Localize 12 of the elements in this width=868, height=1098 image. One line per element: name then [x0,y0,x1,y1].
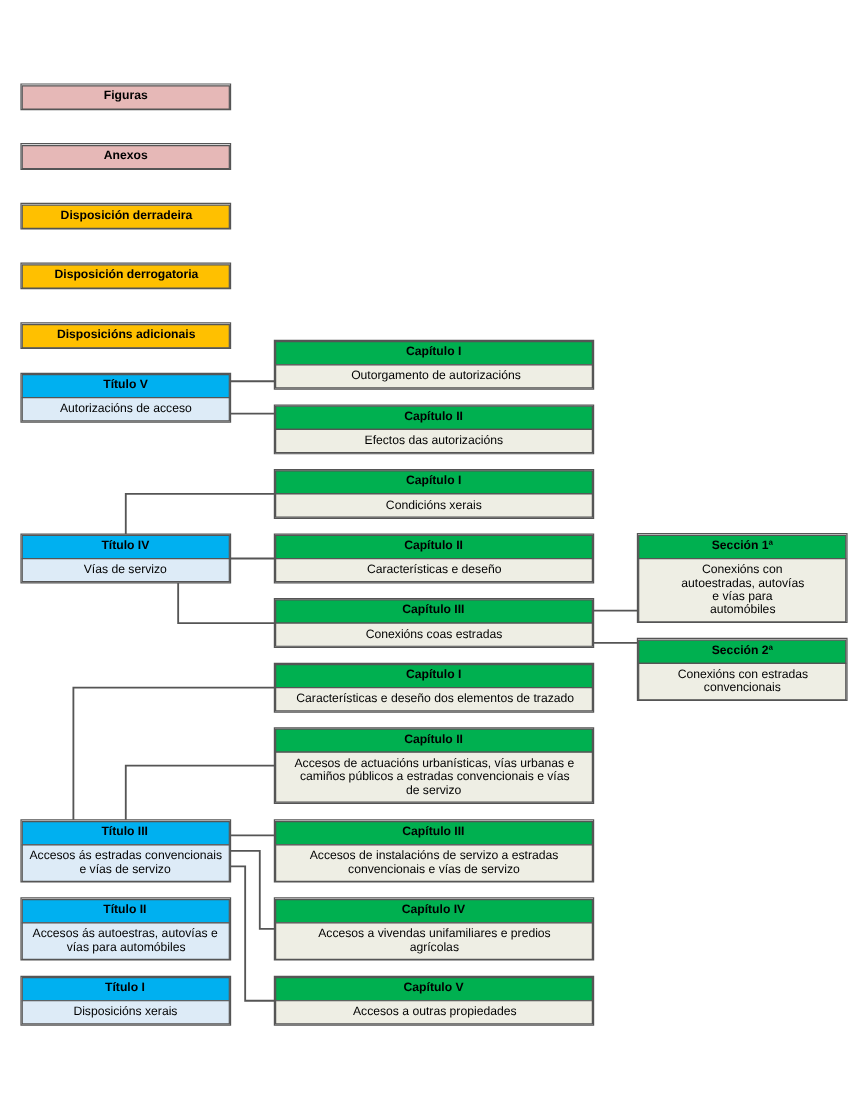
connector [229,379,276,382]
connector [177,581,276,623]
connector [124,763,275,820]
connector [229,556,276,559]
connector [593,608,639,611]
connector [229,849,275,929]
connector [72,685,276,820]
connector [230,864,276,1001]
connector [593,640,639,643]
connector [124,492,275,535]
connector [229,411,276,414]
connector [229,833,276,836]
